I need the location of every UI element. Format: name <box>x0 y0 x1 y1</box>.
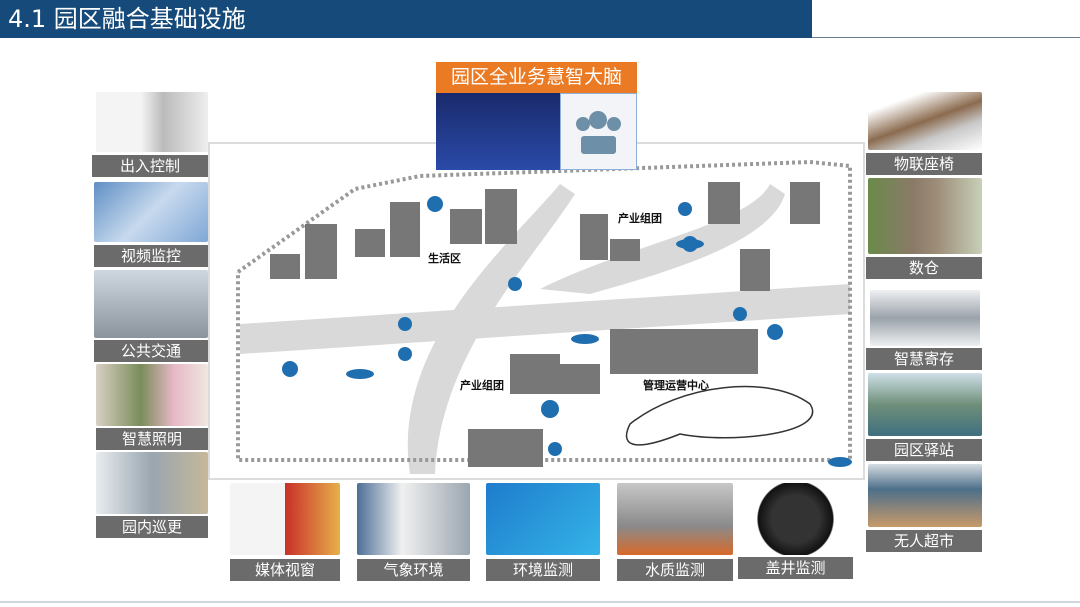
camera-icon <box>346 369 374 379</box>
label-iot-bench: 物联座椅 <box>866 153 982 175</box>
speaker-icon <box>427 196 443 212</box>
label-smart-locker: 智慧寄存 <box>866 348 982 370</box>
zone-label-living: 生活区 <box>428 251 461 265</box>
operators-image <box>560 93 637 170</box>
camera-icon <box>828 457 852 467</box>
roads <box>240 184 850 474</box>
guard-icon <box>398 347 412 361</box>
speaker-icon <box>767 324 783 340</box>
camera-icon <box>676 239 704 249</box>
unmanned-store-image <box>868 464 982 527</box>
main-road <box>240 284 850 354</box>
zone-label-industry-2: 产业组团 <box>460 378 504 392</box>
road-diag-2 <box>540 184 785 294</box>
speaker-icon <box>541 400 559 418</box>
water-quality-image <box>617 483 733 555</box>
motorcycle-icon <box>508 277 522 291</box>
label-patrol: 园内巡更 <box>96 516 208 538</box>
footer-divider <box>0 601 1080 603</box>
media-window-image <box>230 483 340 555</box>
zone-label-management: 管理运营中心 <box>643 378 709 392</box>
guard-icon <box>548 442 562 456</box>
label-park-station: 园区驿站 <box>866 439 982 461</box>
label-data-warehouse: 数仓 <box>866 257 982 279</box>
track <box>625 385 814 446</box>
data-warehouse-image <box>868 178 982 254</box>
label-video-surveillance: 视频监控 <box>94 245 208 267</box>
speaker-icon <box>282 361 298 377</box>
header-divider <box>812 37 1080 38</box>
label-access-control: 出入控制 <box>92 155 208 177</box>
label-smart-lighting: 智慧照明 <box>96 428 208 450</box>
smart-lighting-image <box>96 364 208 426</box>
boundary <box>236 159 852 462</box>
patrol-image <box>96 452 208 514</box>
environment-image <box>486 483 600 555</box>
weather-image <box>357 483 470 555</box>
label-environment: 环境监测 <box>486 559 600 581</box>
iot-bench-image <box>868 92 982 150</box>
label-media-window: 媒体视窗 <box>230 559 340 581</box>
robot-icon <box>398 317 412 331</box>
smart-locker-image <box>870 290 980 346</box>
park-map: 生活区 产业组团 产业组团 管理运营中心 <box>208 142 865 480</box>
access-control-image <box>96 92 208 152</box>
guard-icon <box>678 202 692 216</box>
dashboard-image <box>436 93 560 170</box>
label-water-quality: 水质监测 <box>617 559 733 581</box>
motorcycle-icon <box>733 307 747 321</box>
camera-icon <box>571 334 599 344</box>
page-title: 4.1 园区融合基础设施 <box>0 0 812 38</box>
label-unmanned-store: 无人超市 <box>866 530 982 552</box>
buildings <box>270 182 820 467</box>
label-manhole: 盖井监测 <box>738 557 853 579</box>
brain-title: 园区全业务慧智大脑 <box>436 62 637 93</box>
zone-label-industry-1: 产业组团 <box>618 211 662 225</box>
label-weather: 气象环境 <box>357 559 470 581</box>
road-diag-1 <box>407 184 575 474</box>
public-transport-image <box>94 270 208 338</box>
video-surveillance-image <box>94 182 208 242</box>
device-icons <box>282 196 852 467</box>
manhole-image <box>738 483 853 555</box>
label-public-transport: 公共交通 <box>94 340 208 362</box>
park-station-image <box>868 373 982 436</box>
